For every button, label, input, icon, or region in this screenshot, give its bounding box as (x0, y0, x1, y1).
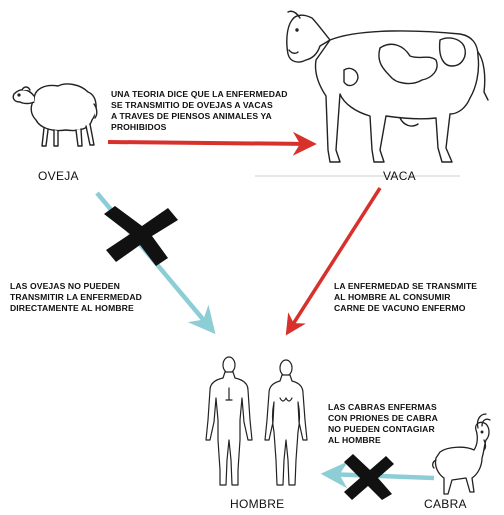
arrow-sheep-to-cow (108, 142, 312, 144)
annotation-line: AL HOMBRE AL CONSUMIR (334, 292, 477, 303)
annotation-line: CON PRIONES DE CABRA (328, 413, 438, 424)
annotation-goat-to-human: LAS CABRAS ENFERMAS CON PRIONES DE CABRA… (328, 402, 438, 446)
annotation-cow-to-human: LA ENFERMEDAD SE TRANSMITE AL HOMBRE AL … (334, 281, 477, 314)
annotation-line: CARNE DE VACUNO ENFERMO (334, 303, 477, 314)
human-figures-icon (206, 357, 307, 485)
goat-label: CABRA (424, 497, 467, 511)
cow-icon (287, 11, 488, 162)
annotation-line: UNA TEORIA DICE QUE LA ENFERMEDAD (111, 89, 288, 100)
annotation-line: LA ENFERMEDAD SE TRANSMITE (334, 281, 477, 292)
annotation-line: AL HOMBRE (328, 435, 438, 446)
human-label: HOMBRE (230, 497, 284, 511)
annotation-line: NO PUEDEN CONTAGIAR (328, 424, 438, 435)
goat-icon (433, 414, 490, 494)
annotation-sheep-to-human: LAS OVEJAS NO PUEDEN TRANSMITIR LA ENFER… (10, 281, 142, 314)
sheep-icon (13, 84, 97, 146)
annotation-line: LAS CABRAS ENFERMAS (328, 402, 438, 413)
annotation-line: LAS OVEJAS NO PUEDEN (10, 281, 142, 292)
annotation-line: PROHIBIDOS (111, 122, 288, 133)
blocked-x-icon (104, 206, 178, 266)
annotation-line: SE TRANSMITIO DE OVEJAS A VACAS (111, 100, 288, 111)
annotation-sheep-to-cow: UNA TEORIA DICE QUE LA ENFERMEDAD SE TRA… (111, 89, 288, 133)
sheep-label: OVEJA (38, 169, 79, 183)
annotation-line: DIRECTAMENTE AL HOMBRE (10, 303, 142, 314)
annotation-line: TRANSMITIR LA ENFERMEDAD (10, 292, 142, 303)
annotation-line: A TRAVES DE PIENSOS ANIMALES YA (111, 111, 288, 122)
cow-label: VACA (383, 169, 416, 183)
